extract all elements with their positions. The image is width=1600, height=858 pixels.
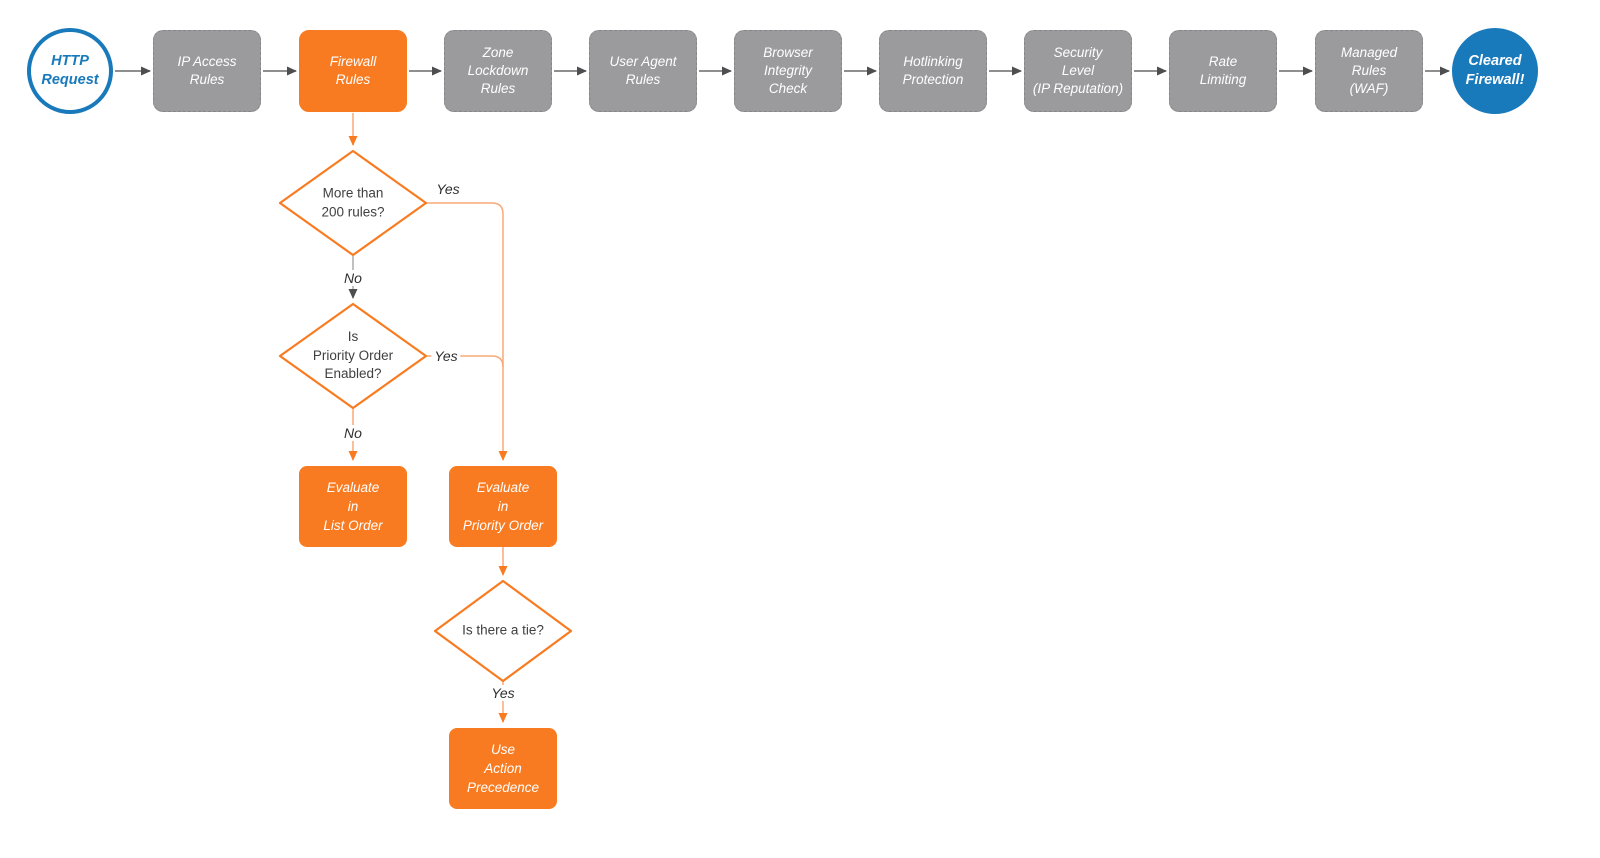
node-browser-integrity-check: Browser Integrity Check [734, 30, 842, 112]
decision-more-than-200-rules: More than 200 rules? [321, 185, 385, 219]
connector-decision1-yes-to-priority-order [426, 202, 508, 461]
edge-label-no-more-than-200: No [341, 270, 365, 286]
decision-is-there-a-tie: Is there a tie? [462, 622, 544, 638]
node-http-request: HTTP Request [27, 28, 113, 114]
node-evaluate-list-order: Evaluate in List Order [299, 466, 407, 547]
node-user-agent-rules: User Agent Rules [589, 30, 697, 112]
node-evaluate-priority-order: Evaluate in Priority Order [449, 466, 557, 547]
node-cleared-firewall: Cleared Firewall! [1452, 28, 1538, 114]
node-managed-rules-waf: Managed Rules (WAF) [1315, 30, 1423, 112]
node-rate-limiting: Rate Limiting [1169, 30, 1277, 112]
node-security-level: Security Level (IP Reputation) [1024, 30, 1132, 112]
node-firewall-rules: Firewall Rules [299, 30, 407, 112]
edge-label-yes-priority-enabled: Yes [431, 348, 461, 364]
decision-priority-order-enabled: Is Priority Order Enabled? [312, 329, 394, 382]
edge-label-yes-more-than-200: Yes [436, 181, 460, 197]
node-use-action-precedence: Use Action Precedence [449, 728, 557, 809]
edge-label-no-priority-enabled: No [341, 425, 365, 441]
node-zone-lockdown-rules: Zone Lockdown Rules [444, 30, 552, 112]
node-hotlinking-protection: Hotlinking Protection [879, 30, 987, 112]
edge-label-yes-tie: Yes [488, 685, 518, 701]
node-ip-access-rules: IP Access Rules [153, 30, 261, 112]
